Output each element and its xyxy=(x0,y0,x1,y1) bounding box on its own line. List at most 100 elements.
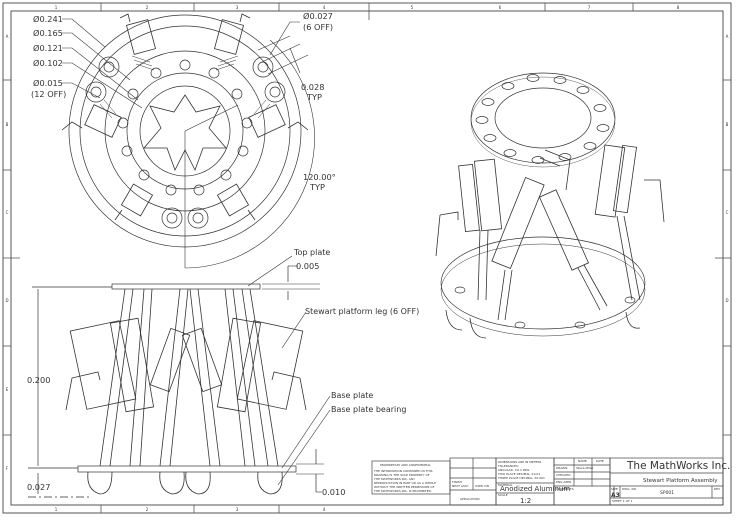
top-view xyxy=(61,13,315,269)
zone-labels: 1 2 3 4 5 6 7 8 A B C D E F A B C D 1 2 … xyxy=(5,5,728,512)
callout-dia-0241: Ø0.241 xyxy=(33,14,63,24)
comments-label: COMMENTS: xyxy=(556,487,575,491)
proprietary-line-4: REPRODUCTION IN PART OR AS A WHOLE xyxy=(374,481,436,485)
next-assy-label: NEXT ASSY xyxy=(452,484,469,488)
label-base-plate: Base plate xyxy=(331,391,373,400)
base-bearings xyxy=(85,56,286,229)
dim-spacing-typ: TYP xyxy=(306,92,322,102)
callout-dia-0165: Ø0.165 xyxy=(33,28,63,38)
zone-col-6: 6 xyxy=(499,5,502,10)
dwg-no-label: DWG. NO. xyxy=(622,487,637,491)
zone-bottom-4: 4 xyxy=(323,507,326,512)
zone-row-f: F xyxy=(6,466,9,471)
zone-dividers xyxy=(3,3,731,513)
iso-top-holes xyxy=(475,74,610,164)
dim-height: 0.200 xyxy=(27,375,50,385)
zone-row-b-right: B xyxy=(726,122,729,127)
callout-dia-0102: Ø0.102 xyxy=(33,58,63,68)
size-label: SIZE xyxy=(611,487,618,491)
front-view xyxy=(28,255,331,498)
material-value: Anodized Aluminum xyxy=(500,485,570,493)
proprietary-heading: PROPRIETARY AND CONFIDENTIAL xyxy=(380,463,431,467)
sheet-label: SHEET 1 OF 1 xyxy=(612,499,633,503)
iso-legs xyxy=(435,144,665,339)
callout-leaders xyxy=(62,18,309,109)
zone-col-8: 8 xyxy=(677,5,680,10)
eng-appr-label: ENG APPR xyxy=(556,480,571,484)
tolerance-line-4: TWO PLACE DECIMAL ±0.01 xyxy=(497,472,540,476)
tolerance-line-1: DIMENSIONS ARE IN METERS xyxy=(498,460,542,464)
drawn-by-value: Steve Miller xyxy=(576,466,594,470)
proprietary-line-6: THE MATHWORKS INC. IS PROHIBITED. xyxy=(373,489,432,493)
zone-row-a: A xyxy=(6,34,9,39)
title-block xyxy=(371,457,724,506)
callout-dia-0121: Ø0.121 xyxy=(33,43,63,53)
dim-top-plate-thickness: 0.005 xyxy=(296,261,319,271)
zone-col-4: 4 xyxy=(323,5,326,10)
zone-bottom-2: 2 xyxy=(146,507,149,512)
front-view-legs xyxy=(65,288,307,495)
dim-bearing-height: 0.027 xyxy=(27,482,50,492)
scale-value: 1:2 xyxy=(520,497,531,505)
dim-angle-typ: TYP xyxy=(309,182,325,192)
title-block-text: PROPRIETARY AND CONFIDENTIAL THE INFORMA… xyxy=(373,459,730,505)
label-leg: Stewart platform leg (6 OFF) xyxy=(305,307,419,316)
iso-base-plate xyxy=(440,236,646,330)
drawn-label: DRAWN xyxy=(556,466,567,470)
zone-bottom-1: 1 xyxy=(55,507,58,512)
top-plate-holes xyxy=(117,59,253,196)
zone-row-d: D xyxy=(5,298,8,303)
checked-label: CHECKED xyxy=(556,473,571,477)
zone-col-5: 5 xyxy=(411,5,414,10)
tolerance-line-5: THREE PLACE DECIMAL ±0.001 xyxy=(497,476,545,480)
top-view-callouts: Ø0.241 Ø0.165 Ø0.121 Ø0.102 Ø0.015 (12 O… xyxy=(31,11,336,192)
label-leaders xyxy=(247,255,331,486)
callout-dia-0015-qty: (12 OFF) xyxy=(31,89,66,99)
label-base-bearing: Base plate bearing xyxy=(331,405,406,414)
drawing-title: Stewart Platform Assembly xyxy=(643,478,718,484)
zone-bottom-3: 3 xyxy=(236,507,239,512)
proprietary-line-2: DRAWING IS THE SOLE PROPERTY OF xyxy=(374,473,430,477)
angle-arc xyxy=(184,39,315,269)
application-label: APPLICATION xyxy=(460,497,479,501)
base-plate xyxy=(77,465,297,473)
zone-row-c-right: C xyxy=(726,210,729,215)
dim-base-thickness: 0.010 xyxy=(322,487,345,497)
zone-col-7: 7 xyxy=(588,5,591,10)
rev-label: REV xyxy=(714,487,721,491)
top-plate xyxy=(111,283,261,290)
tolerance-line-2: TOLERANCES: xyxy=(497,464,519,468)
dim-angle: 120.00° xyxy=(303,172,336,182)
col-name-label: NAME xyxy=(578,459,587,463)
zone-col-1: 1 xyxy=(55,5,58,10)
iso-base-holes xyxy=(454,286,636,329)
company-name: The MathWorks Inc. xyxy=(626,460,730,472)
dwg-no-value: SP001 xyxy=(660,490,674,496)
tolerance-line-3: ANGULAR: ±0.1 DEG xyxy=(498,468,530,472)
material-label: MATERIAL xyxy=(498,483,513,487)
finish-label: FINISH xyxy=(452,480,462,484)
col-date-label: DATE xyxy=(596,459,604,463)
top-view-legs xyxy=(61,13,309,221)
zone-row-e: E xyxy=(6,387,9,392)
zone-row-d-right: D xyxy=(725,298,728,303)
used-on-label: USED ON xyxy=(475,484,489,488)
proprietary-line-1: THE INFORMATION CONTAINED IN THIS xyxy=(373,469,433,473)
zone-row-c: C xyxy=(6,210,9,215)
front-view-labels: Top plate Stewart platform leg (6 OFF) B… xyxy=(27,248,419,497)
callout-dia-0027-qty: (6 OFF) xyxy=(303,22,333,32)
scale-label: SCALE xyxy=(498,493,508,497)
top-plate-star-cutout xyxy=(143,94,227,172)
isometric-view xyxy=(435,72,665,339)
callout-dia-0027: Ø0.027 xyxy=(303,11,333,21)
proprietary-line-3: THE MATHWORKS INC. ANY xyxy=(373,477,415,481)
iso-top-plate xyxy=(470,72,616,164)
zone-col-3: 3 xyxy=(236,5,239,10)
size-value: A3 xyxy=(611,492,620,499)
label-top-plate: Top plate xyxy=(293,248,330,257)
dim-spacing: 0.028 xyxy=(301,82,324,92)
proprietary-line-5: WITHOUT THE WRITTEN PERMISSION OF xyxy=(374,485,435,489)
callout-dia-0015: Ø0.015 xyxy=(33,78,63,88)
